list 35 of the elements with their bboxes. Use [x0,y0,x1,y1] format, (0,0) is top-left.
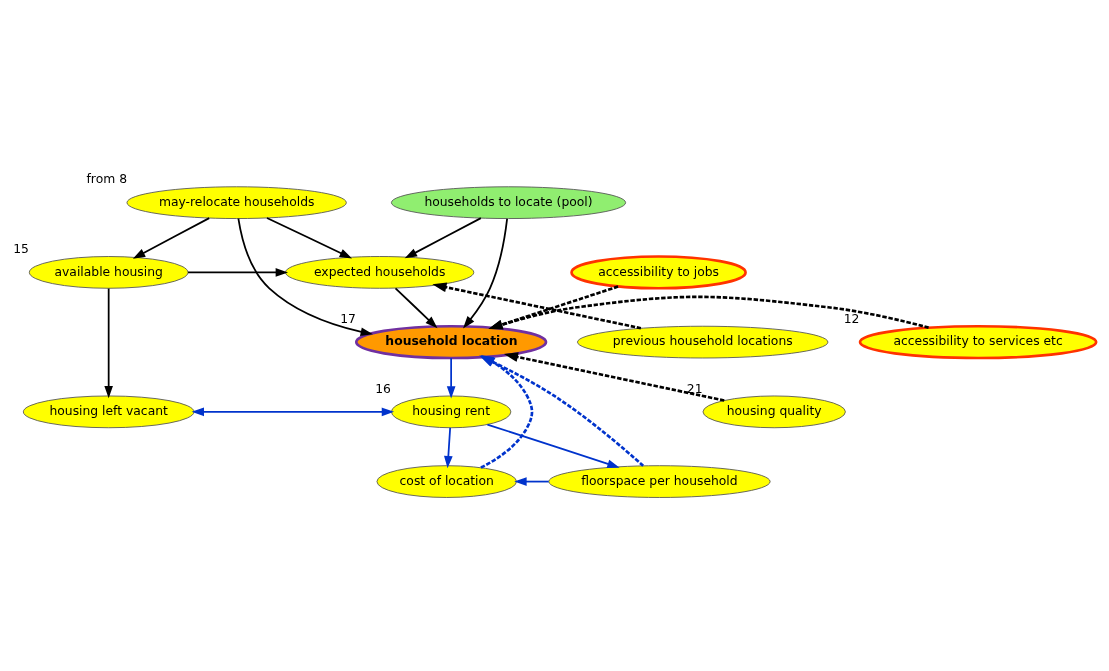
arrow [394,287,438,329]
node-ellipse: accessibility to jobs [570,255,747,290]
arrow [104,287,113,399]
arrow [132,217,211,259]
arrow [463,217,508,329]
node-ellipse: available housing [28,256,189,289]
node-ellipse: cost of location [376,465,517,498]
node-ellipse: floorspace per household [548,465,771,498]
node-ellipse: households to locate (pool) [390,186,627,219]
arrow [191,407,395,417]
node-ellipse: housing left vacant [22,395,195,429]
arrow [187,268,289,277]
arrow [503,352,725,402]
node-ellipse: accessibility to services etc [858,324,1098,360]
arrow [446,357,456,399]
node-ellipse: expected households [285,256,475,289]
arrow [404,217,482,259]
arrow [514,477,550,486]
arrow [488,285,619,330]
arrow [237,217,373,336]
node-ellipse: may-relocate households [126,186,347,219]
arrow [486,423,620,468]
node-label: 12 [843,311,860,326]
arrow [432,282,642,330]
node-ellipse: housing quality [702,395,846,429]
arrow [488,295,929,330]
arrow [444,426,453,469]
node-label: from 8 [86,172,128,187]
arrow [266,217,353,259]
node-label: 21 [686,381,703,396]
node-ellipse: previous household locations [577,325,829,359]
node-label: 15 [13,242,29,257]
node-label: 17 [340,311,356,326]
node-label: 16 [375,381,391,396]
node-ellipse: housing rent [390,395,512,429]
